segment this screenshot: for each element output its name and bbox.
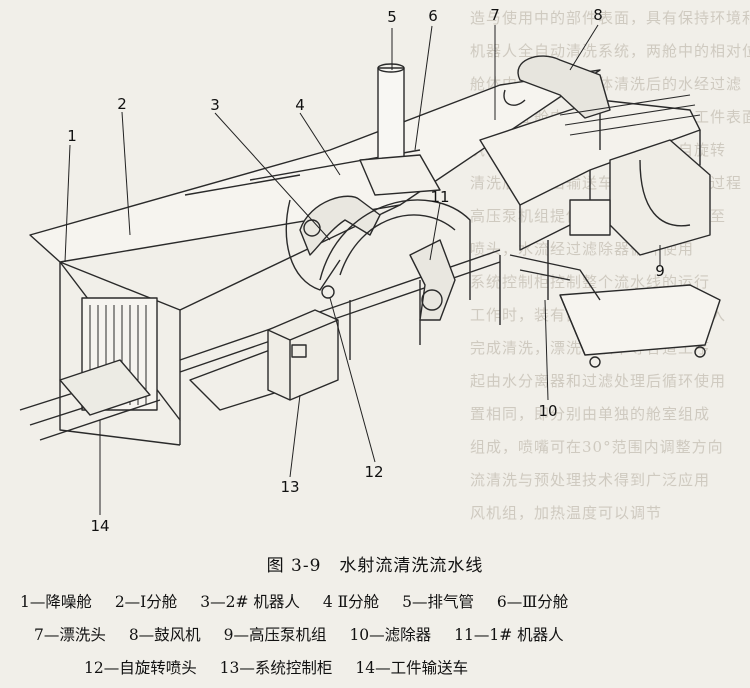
callout-10: 10 bbox=[538, 402, 558, 420]
caption-number: 图 3-9 bbox=[266, 556, 322, 576]
legend-item: 12—自旋转喷头 bbox=[84, 659, 197, 677]
callout-11: 11 bbox=[430, 188, 450, 206]
legend-item: 1—降噪舱 bbox=[20, 593, 92, 611]
legend-item: 6—Ⅲ分舱 bbox=[496, 593, 569, 611]
legend-item: 8—鼓风机 bbox=[128, 626, 201, 644]
callout-1: 1 bbox=[67, 127, 77, 145]
legend-row-3: 12—自旋转喷头 13—系统控制柜 14—工件输送车 bbox=[84, 656, 750, 678]
callout-9: 9 bbox=[655, 262, 665, 280]
control-cabinet bbox=[267, 309, 339, 401]
blower bbox=[517, 55, 611, 119]
legend-row-1: 1—降噪舱 2—Ⅰ分舱 3—2# 机器人 4 Ⅱ分舱 5—排气管 6—Ⅲ分舱 bbox=[20, 590, 730, 612]
legend-item: 4 Ⅱ分舱 bbox=[322, 593, 380, 611]
callout-12: 12 bbox=[364, 463, 384, 481]
callout-6: 6 bbox=[428, 7, 438, 25]
callout-4: 4 bbox=[295, 96, 305, 114]
callout-7: 7 bbox=[490, 6, 500, 24]
legend-item: 2—Ⅰ分舱 bbox=[114, 593, 178, 611]
callout-5: 5 bbox=[387, 8, 397, 26]
legend-item: 3—2# 机器人 bbox=[200, 593, 300, 611]
legend-item: 13—系统控制柜 bbox=[219, 659, 333, 677]
legend-item: 14—工件输送车 bbox=[355, 659, 469, 677]
cleaning-line-drawing bbox=[19, 24, 721, 515]
legend-item: 5—排气管 bbox=[402, 593, 474, 611]
caption-title: 水射流清洗流水线 bbox=[339, 556, 484, 576]
legend-row-2: 7—漂洗头 8—鼓风机 9—高压泵机组 10—滤除器 11—1# 机器人 bbox=[34, 623, 744, 645]
callout-8: 8 bbox=[593, 6, 603, 24]
robot-1 bbox=[409, 239, 456, 321]
exhaust-pipe bbox=[377, 67, 405, 167]
callout-14: 14 bbox=[90, 517, 110, 535]
callout-2: 2 bbox=[117, 95, 127, 113]
transfer-car bbox=[59, 359, 151, 416]
legend-item: 11—1# 机器人 bbox=[454, 626, 564, 644]
robot-2 bbox=[299, 195, 381, 256]
noise-cabin bbox=[59, 262, 181, 446]
legend-item: 10—滤除器 bbox=[349, 626, 432, 644]
spinning-nozzle bbox=[321, 285, 335, 299]
callout-3: 3 bbox=[210, 96, 220, 114]
legend-item: 9—高压泵机组 bbox=[223, 626, 327, 644]
figure-caption: 图 3-9 水射流清洗流水线 bbox=[0, 551, 750, 576]
pump-unit bbox=[609, 139, 711, 256]
legend-item: 7—漂洗头 bbox=[34, 626, 106, 644]
callout-13: 13 bbox=[280, 478, 300, 496]
filter-cart bbox=[559, 284, 721, 356]
